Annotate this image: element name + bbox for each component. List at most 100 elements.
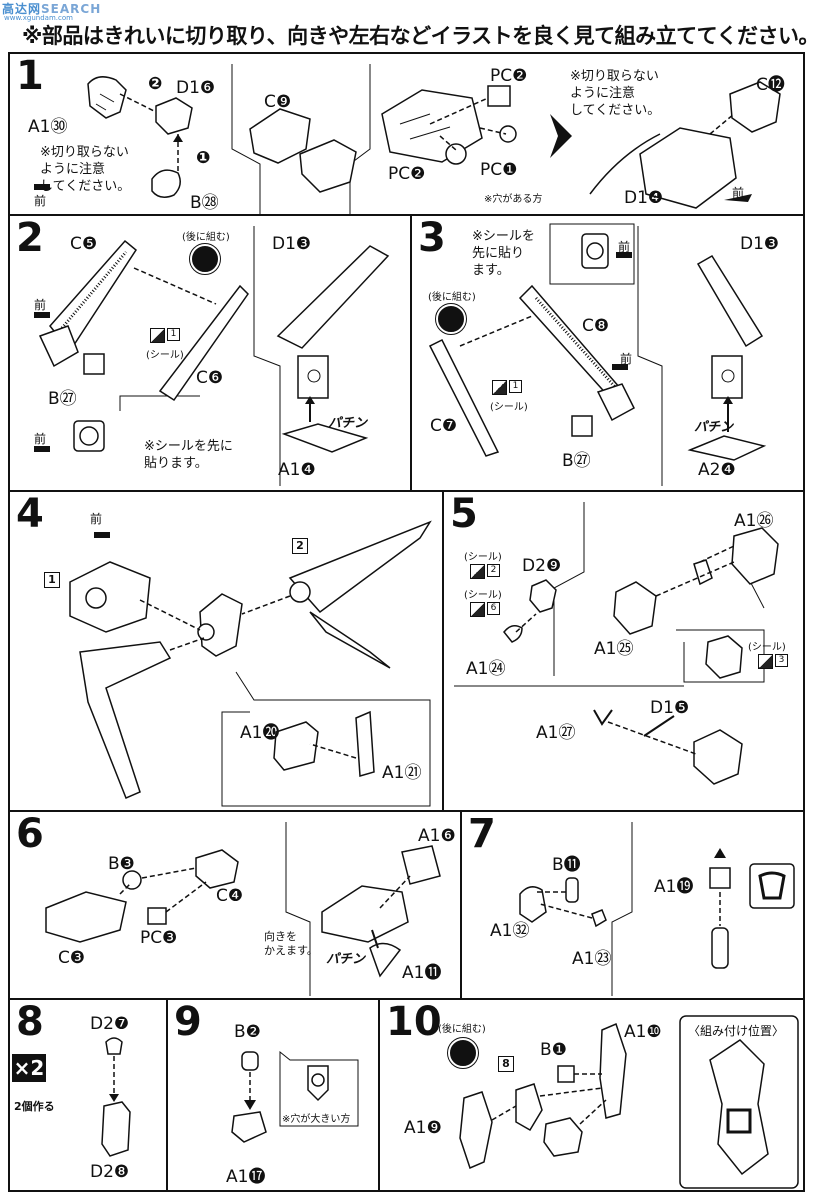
note-do-not-cut: ※切り取らない ように注意 してください。: [570, 69, 661, 118]
assemble-later-marker: [189, 243, 221, 275]
step-9-art: [231, 1050, 359, 1143]
part-label: A1㉗: [536, 723, 576, 743]
part-label: C❸: [58, 948, 86, 968]
quantity-badge: ×2: [12, 1054, 46, 1082]
note-big-hole: ※穴が大きい方: [282, 1114, 351, 1125]
note-turn-around: 向きを かえます。: [264, 930, 318, 957]
part-label: A1⓳: [654, 877, 694, 897]
front-label: 前: [90, 512, 103, 526]
sticker-number: 2: [487, 564, 500, 577]
part-label: A1㉔: [466, 659, 506, 679]
step-number: 1: [16, 53, 44, 99]
sticker-number: 1: [509, 380, 522, 393]
part-label: B❶: [540, 1040, 567, 1060]
ref-step-1: 1: [44, 572, 60, 588]
sticker-label: (シール): [490, 402, 528, 413]
front-label: 前: [34, 432, 47, 446]
step-4-art: [69, 520, 432, 807]
front-label: 前: [618, 240, 631, 254]
step-10-panel: 10 (後に組む) 8 B❶ A1❿ A1❾ 〈組み付け位置〉: [378, 998, 805, 1192]
step-1-divider: [34, 64, 781, 214]
sticker-icon: [758, 654, 773, 669]
part-label: A1❾: [404, 1118, 442, 1138]
sticker-label: (シール): [464, 590, 502, 601]
part-label: PC❸: [140, 928, 178, 948]
part-label: C⓬: [756, 75, 785, 95]
part-label: A1㉜: [490, 921, 530, 941]
step-5-panel: 5 A1㉖ D2❾ A1㉔ A1㉕ A1㉗ D1❺ (シール) 2 (シール) …: [442, 490, 805, 812]
front-label: 前: [620, 352, 633, 366]
part-label: B㉗: [48, 389, 77, 409]
part-label: A1⓫: [402, 963, 442, 983]
step-10-art: [459, 1015, 799, 1189]
sticker-number: 1: [167, 328, 180, 341]
step-6-panel: 6 B❸ C❹ C❸ PC❸ A1❻ A1⓫ 向きを かえます。 パチン: [8, 810, 462, 1000]
part-label: A1㉕: [594, 639, 634, 659]
step-3-art: [428, 223, 767, 486]
part-label: B❷: [234, 1022, 261, 1042]
sticker-label: (シール): [464, 552, 502, 563]
note-sticker-first: ※シールを先に 貼ります。: [144, 439, 233, 471]
snap-label: パチン: [328, 416, 368, 431]
part-label: D1❹: [624, 188, 664, 208]
step-4-panel: 4 前 1 2 A1⓴ A1㉑: [8, 490, 444, 812]
sequence-2: ❷: [148, 74, 163, 94]
snap-label: パチン: [326, 952, 366, 967]
ref-step-2: 2: [292, 538, 308, 554]
part-label: D2❽: [90, 1162, 130, 1182]
part-label: C❹: [216, 886, 244, 906]
note-sticker-first: ※シールを 先に貼り ます。: [472, 229, 535, 278]
part-label: A1⓱: [226, 1167, 266, 1187]
step-1-panel: 1 A1㉚ D1❻ B㉘ C❾ PC❷: [8, 52, 805, 216]
part-label: C❺: [70, 234, 98, 254]
front-label: 前: [732, 186, 745, 200]
step-8-panel: 8 D2❼ D2❽ 2個作る: [8, 998, 168, 1192]
step-number: 7: [468, 811, 496, 857]
watermark-logo: 高达网SEARCH: [2, 2, 102, 16]
sticker-number: 6: [487, 602, 500, 615]
assemble-later-label: (後に組む): [438, 1024, 486, 1035]
sticker-number: 3: [775, 654, 788, 667]
part-label: D1❸: [740, 234, 780, 254]
ref-step-8: 8: [498, 1056, 514, 1072]
part-label: A1㉑: [382, 763, 422, 783]
step-number: 3: [418, 215, 446, 261]
sticker-icon: [470, 564, 485, 579]
assemble-later-label: (後に組む): [428, 292, 476, 303]
step-number: 6: [16, 811, 44, 857]
part-label: C❾: [264, 92, 292, 112]
step-number: 5: [450, 491, 478, 537]
part-label: B❸: [108, 854, 135, 874]
note-hole-side: ※穴がある方: [484, 194, 543, 205]
step-9-panel: 9 B❷ A1⓱ ※穴が大きい方: [166, 998, 380, 1192]
step-number: 10: [386, 999, 442, 1045]
part-label: A1㉓: [572, 949, 612, 969]
part-label: C❼: [430, 416, 458, 436]
part-label: B㉗: [562, 451, 591, 471]
make-two-label: 2個作る: [14, 1100, 55, 1113]
part-label: B㉘: [190, 193, 219, 213]
part-label: D1❸: [272, 234, 312, 254]
header: 高达网SEARCH www.xgundam.com ※部品はきれいに切り取り、向…: [0, 0, 813, 48]
step-number: 9: [174, 999, 202, 1045]
sticker-icon: [150, 328, 165, 343]
assemble-later-marker: [435, 303, 467, 335]
part-label: A1❻: [418, 826, 456, 846]
part-label: PC❶: [480, 160, 518, 180]
part-label: PC❷: [388, 164, 426, 184]
part-label: C❽: [582, 316, 610, 336]
step-number: 2: [16, 215, 44, 261]
part-label: A1⓴: [240, 723, 280, 743]
part-label: C❻: [196, 368, 224, 388]
step-3-panel: 3 ※シールを 先に貼り ます。 (後に組む) C❽ C❼ B㉗ D1❸ A2❹…: [410, 214, 805, 492]
part-label: A1㉖: [734, 511, 774, 531]
assemble-later-marker: [447, 1037, 479, 1069]
front-label: 前: [34, 194, 47, 208]
assemble-later-label: (後に組む): [182, 232, 230, 243]
sticker-label: (シール): [748, 642, 786, 653]
part-label: D1❻: [176, 78, 216, 98]
part-label: D2❾: [522, 556, 562, 576]
step-8-art: [101, 1037, 131, 1157]
step-5-art: [454, 502, 779, 785]
snap-label: パチン: [694, 420, 734, 435]
